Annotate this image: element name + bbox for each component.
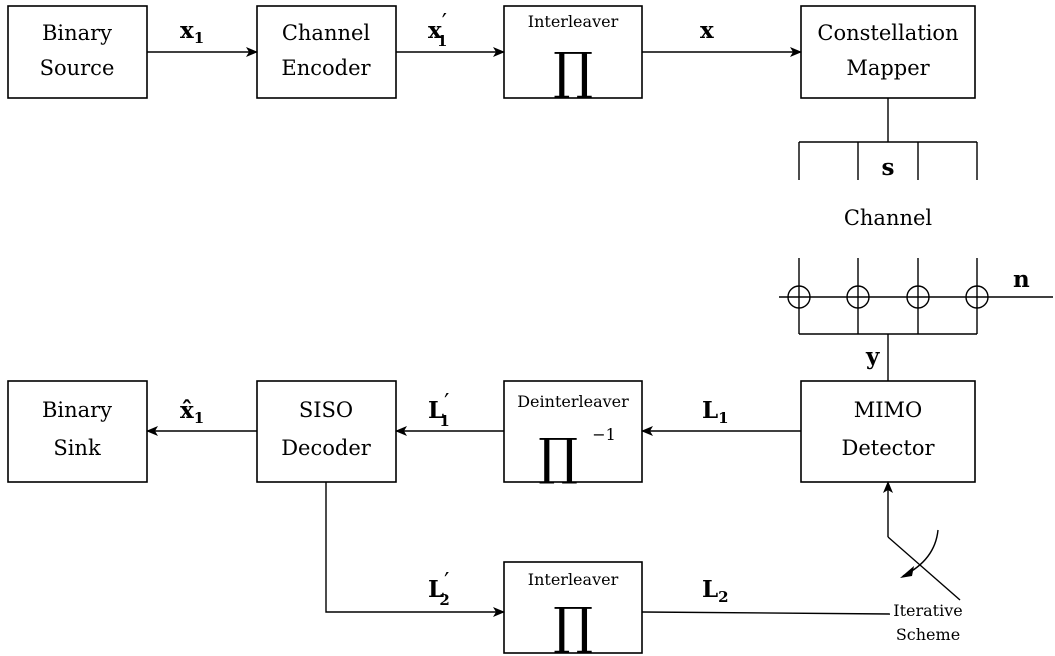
svg-text:Decoder: Decoder bbox=[281, 436, 372, 460]
noise-adders bbox=[787, 285, 989, 309]
svg-text:Binary: Binary bbox=[42, 21, 112, 45]
channel-label: Channel bbox=[844, 206, 933, 230]
iterative-scheme-label-line2: Scheme bbox=[896, 625, 960, 644]
label-L2-prime: L′2 bbox=[428, 569, 450, 609]
svg-text:Constellation: Constellation bbox=[817, 21, 958, 45]
svg-text:Channel: Channel bbox=[282, 21, 371, 45]
label-y: y bbox=[865, 343, 880, 370]
iterative-switch bbox=[883, 481, 961, 601]
line-interleaver-to-switch bbox=[641, 611, 891, 615]
siso-decoder-block: SISO Decoder bbox=[256, 380, 397, 483]
svg-text:Interleaver: Interleaver bbox=[528, 12, 619, 31]
svg-text:Deinterleaver: Deinterleaver bbox=[517, 392, 629, 411]
transmit-antenna-array bbox=[798, 98, 978, 180]
receive-antenna-array bbox=[798, 258, 978, 381]
interleaver-top-block: Interleaver ∏ bbox=[503, 5, 643, 100]
binary-sink-block: Binary Sink bbox=[7, 380, 148, 483]
label-L1: L1 bbox=[702, 397, 729, 427]
constellation-mapper-block: Constellation Mapper bbox=[800, 5, 976, 99]
channel-encoder-block: Channel Encoder bbox=[256, 5, 397, 99]
svg-text:Mapper: Mapper bbox=[846, 56, 930, 80]
svg-text:SISO: SISO bbox=[299, 398, 353, 422]
svg-text:Binary: Binary bbox=[42, 398, 112, 422]
binary-source-block: Binary Source bbox=[7, 5, 148, 99]
svg-text:Sink: Sink bbox=[53, 436, 101, 460]
product-symbol: ∏ bbox=[553, 597, 593, 655]
label-x1-hat: x̂1 bbox=[180, 397, 204, 427]
deinterleaver-block: Deinterleaver ∏ −1 bbox=[503, 380, 643, 486]
product-symbol: ∏ bbox=[538, 428, 578, 486]
svg-text:Interleaver: Interleaver bbox=[528, 570, 619, 589]
svg-text:Encoder: Encoder bbox=[281, 56, 371, 80]
product-symbol: ∏ bbox=[553, 42, 593, 100]
mimo-detector-block: MIMO Detector bbox=[800, 380, 976, 483]
svg-text:Source: Source bbox=[40, 56, 115, 80]
label-L1-prime: L′1 bbox=[428, 390, 450, 430]
label-x: x bbox=[700, 17, 714, 44]
label-x1-prime: x′1 bbox=[428, 10, 447, 50]
label-L2: L2 bbox=[702, 576, 729, 606]
arrow-decoder-to-interleaver bbox=[325, 482, 505, 617]
inverse-exponent: −1 bbox=[592, 425, 616, 444]
interleaver-bottom-block: Interleaver ∏ bbox=[503, 561, 643, 655]
svg-text:Detector: Detector bbox=[841, 436, 935, 460]
svg-text:MIMO: MIMO bbox=[854, 398, 923, 422]
iterative-scheme-label-line1: Iterative bbox=[893, 601, 962, 620]
label-s: s bbox=[882, 154, 895, 181]
label-x1: x1 bbox=[180, 17, 204, 47]
label-n: n bbox=[1013, 266, 1030, 293]
